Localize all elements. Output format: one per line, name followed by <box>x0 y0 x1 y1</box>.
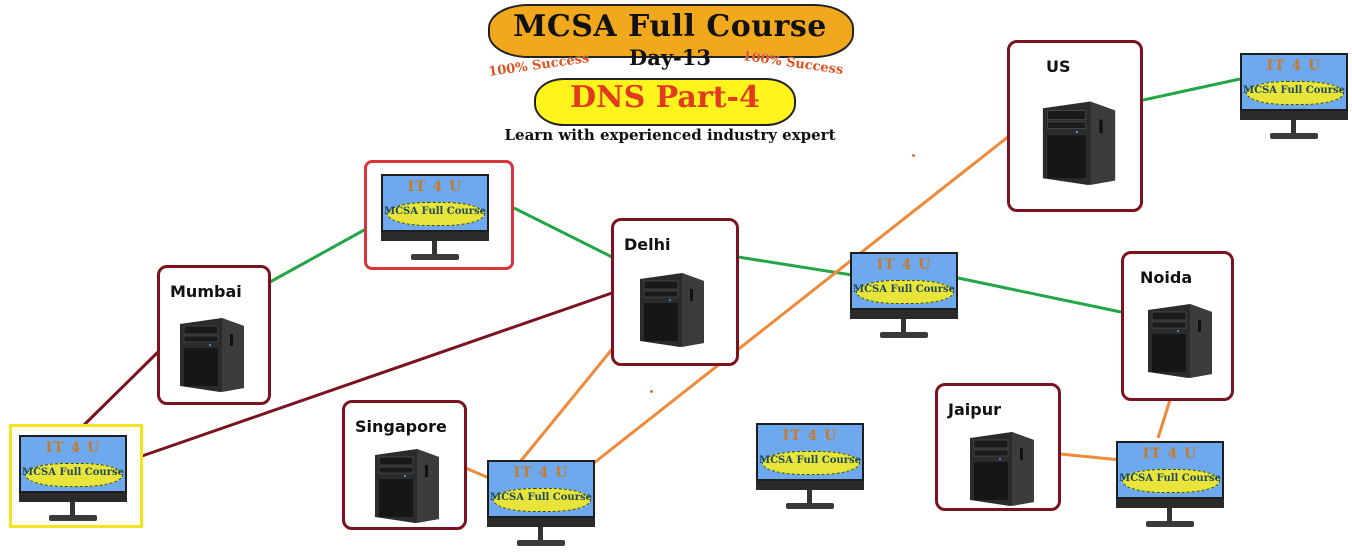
stray-dot <box>650 390 653 393</box>
link-mumbai-client-top-center <box>269 227 367 284</box>
monitor-screen: IT 4 U MCSA Full Course <box>850 252 958 310</box>
topic-badge <box>534 78 796 126</box>
monitor-bezel <box>756 481 864 490</box>
course-banner <box>493 488 591 512</box>
itu-logo: IT 4 U <box>1266 58 1322 74</box>
server-tower-icon <box>176 314 248 392</box>
title-badge <box>488 4 854 58</box>
monitor-screen: IT 4 U MCSA Full Course <box>487 460 595 518</box>
link-mumbai-client-bottom-left <box>82 350 160 427</box>
server-mumbai[interactable]: Mumbai <box>157 265 271 405</box>
monitor-base <box>411 254 459 260</box>
course-banner-text: MCSA Full Course <box>22 467 124 478</box>
itu-logo: IT 4 U <box>876 257 932 273</box>
day-label: Day-13 <box>629 45 711 70</box>
itu-logo: IT 4 U <box>407 179 463 195</box>
course-banner-text: MCSA Full Course <box>1243 85 1345 96</box>
course-banner <box>762 451 860 475</box>
server-tower-icon <box>636 269 708 347</box>
server-delhi[interactable]: Delhi <box>611 218 739 366</box>
itu-logo: IT 4 U <box>782 428 838 444</box>
monitor-base <box>1270 133 1318 139</box>
link-us-client-top-right <box>1142 77 1241 102</box>
course-banner <box>1246 81 1344 105</box>
server-tower-icon <box>1038 97 1120 185</box>
monitor-screen: IT 4 U MCSA Full Course <box>756 423 864 481</box>
server-jaipur[interactable]: Jaipur <box>935 383 1061 511</box>
client-bottom-center[interactable]: IT 4 U MCSA Full Course <box>487 460 595 550</box>
course-banner <box>25 463 123 487</box>
monitor-bezel <box>487 518 595 527</box>
course-banner <box>856 280 954 304</box>
monitor-base <box>1146 521 1194 527</box>
server-tower-icon <box>371 445 443 523</box>
server-singapore[interactable]: Singapore <box>342 400 467 530</box>
monitor-base <box>786 503 834 509</box>
server-label: Noida <box>1140 268 1193 287</box>
itu-logo: IT 4 U <box>513 465 569 481</box>
link-client-top-center-delhi <box>513 206 613 259</box>
course-banner-text: MCSA Full Course <box>490 492 592 503</box>
itu-logo: IT 4 U <box>1142 446 1198 462</box>
client-middle[interactable]: IT 4 U MCSA Full Course <box>850 252 958 342</box>
monitor-stand <box>807 490 812 503</box>
client-top-center[interactable]: IT 4 U MCSA Full Course <box>381 174 489 264</box>
monitor-screen: IT 4 U MCSA Full Course <box>381 174 489 232</box>
server-label: Jaipur <box>948 400 1001 419</box>
server-label: Mumbai <box>170 282 242 301</box>
server-tower-icon <box>1144 300 1216 378</box>
link-delhi-client-bottom-center <box>518 336 624 463</box>
monitor-stand <box>538 527 543 540</box>
server-label: Singapore <box>355 417 447 436</box>
monitor-bezel <box>1116 499 1224 508</box>
course-header: MCSA Full Course 100% Success Day-13 100… <box>480 0 860 150</box>
course-title: MCSA Full Course <box>513 9 827 44</box>
server-tower-icon <box>966 428 1038 506</box>
link-noida-client-bottom-right <box>1156 399 1172 439</box>
tagline: Learn with experienced industry expert <box>504 126 836 144</box>
server-us[interactable]: US <box>1007 40 1143 212</box>
client-bottom-left[interactable]: IT 4 U MCSA Full Course <box>19 435 127 525</box>
course-banner-text: MCSA Full Course <box>1119 473 1221 484</box>
course-banner <box>1122 469 1220 493</box>
client-highlight-frame-yellow <box>9 424 143 528</box>
monitor-stand <box>70 502 75 515</box>
client-highlight-frame-red <box>364 160 514 270</box>
monitor-stand <box>901 319 906 332</box>
course-banner-text: MCSA Full Course <box>759 455 861 466</box>
server-label: US <box>1046 57 1071 76</box>
stray-dot <box>912 154 915 157</box>
course-banner-text: MCSA Full Course <box>384 206 486 217</box>
topic-title: DNS Part-4 <box>570 80 760 115</box>
client-bottom-right[interactable]: IT 4 U MCSA Full Course <box>1116 441 1224 531</box>
server-label: Delhi <box>624 235 671 254</box>
monitor-base <box>517 540 565 546</box>
monitor-screen: IT 4 U MCSA Full Course <box>1240 53 1348 111</box>
monitor-bezel <box>850 310 958 319</box>
itu-logo: IT 4 U <box>45 440 101 456</box>
monitor-stand <box>432 241 437 254</box>
monitor-bezel <box>19 493 127 502</box>
course-banner-text: MCSA Full Course <box>853 284 955 295</box>
monitor-stand <box>1291 120 1296 133</box>
monitor-base <box>49 515 97 521</box>
monitor-bezel <box>1240 111 1348 120</box>
course-banner <box>387 202 485 226</box>
monitor-bezel <box>381 232 489 241</box>
monitor-stand <box>1167 508 1172 521</box>
client-top-right[interactable]: IT 4 U MCSA Full Course <box>1240 53 1348 143</box>
client-bottom-mid[interactable]: IT 4 U MCSA Full Course <box>756 423 864 513</box>
monitor-screen: IT 4 U MCSA Full Course <box>19 435 127 493</box>
link-delhi-client-middle <box>737 255 853 277</box>
monitor-screen: IT 4 U MCSA Full Course <box>1116 441 1224 499</box>
link-client-middle-noida <box>957 276 1122 314</box>
monitor-base <box>880 332 928 338</box>
server-noida[interactable]: Noida <box>1121 251 1234 401</box>
